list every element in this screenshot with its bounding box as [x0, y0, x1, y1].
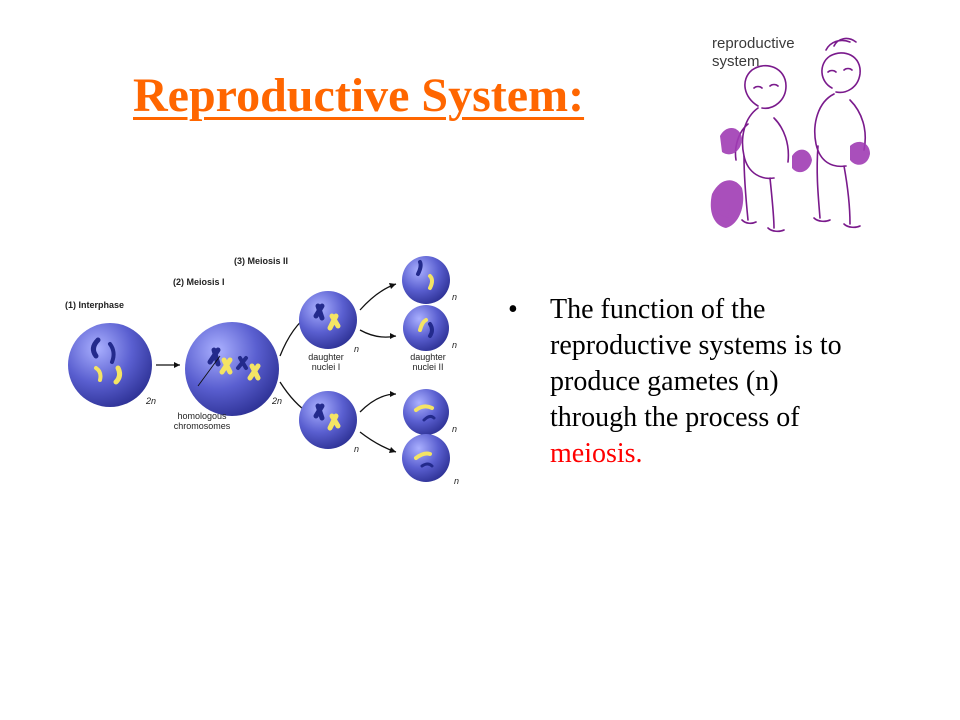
meiosis-diagram: (3) Meiosis II (2) Meiosis I (1) Interph…: [60, 244, 470, 488]
clipart-label-line1: reproductive: [712, 35, 795, 52]
daughter-nuclei-one-top: [299, 291, 357, 349]
daughter-nuclei-two-2: [403, 305, 449, 351]
bullet-text-main: The function of the reproductive systems…: [550, 294, 842, 433]
bullet-text: The function of the reproductive systems…: [550, 292, 870, 472]
label-daughter-one-line2: nuclei I: [311, 362, 341, 372]
label-n: n: [452, 292, 458, 302]
clipart-label-line2: system: [712, 53, 760, 70]
children-illustration: [710, 37, 870, 233]
daughter-nuclei-two-1: [402, 256, 450, 304]
label-n: n: [454, 476, 460, 486]
label-meiosis-one: (2) Meiosis I: [173, 277, 225, 287]
daughter-nuclei-one-bottom: [299, 391, 357, 449]
label-2n-interphase: 2n: [146, 396, 157, 406]
interphase-cell: [68, 323, 152, 407]
label-homologous: homologous: [177, 411, 227, 421]
bullet-text-emphasis: meiosis.: [550, 438, 643, 469]
label-chromosomes: chromosomes: [173, 421, 231, 431]
label-2n-meiosis-one: 2n: [272, 396, 283, 406]
label-n: n: [354, 344, 360, 354]
label-n: n: [452, 424, 458, 434]
label-meiosis-two: (3) Meiosis II: [234, 256, 289, 266]
bullet-marker: •: [508, 294, 518, 325]
label-interphase: (1) Interphase: [65, 300, 125, 310]
meiosis-one-cell: [185, 322, 279, 416]
label-daughter-one-line1: daughter: [308, 352, 344, 362]
label-n: n: [452, 340, 458, 350]
label-n: n: [354, 444, 360, 454]
daughter-nuclei-two-3: [403, 389, 449, 435]
reproductive-system-clipart: reproductive system: [700, 28, 890, 243]
meiosis-illustration: [68, 256, 450, 482]
label-daughter-two-line1: daughter: [410, 352, 446, 362]
label-daughter-two-line2: nuclei II: [412, 362, 444, 372]
daughter-nuclei-two-4: [402, 434, 450, 482]
slide-title: Reproductive System:: [133, 69, 585, 122]
